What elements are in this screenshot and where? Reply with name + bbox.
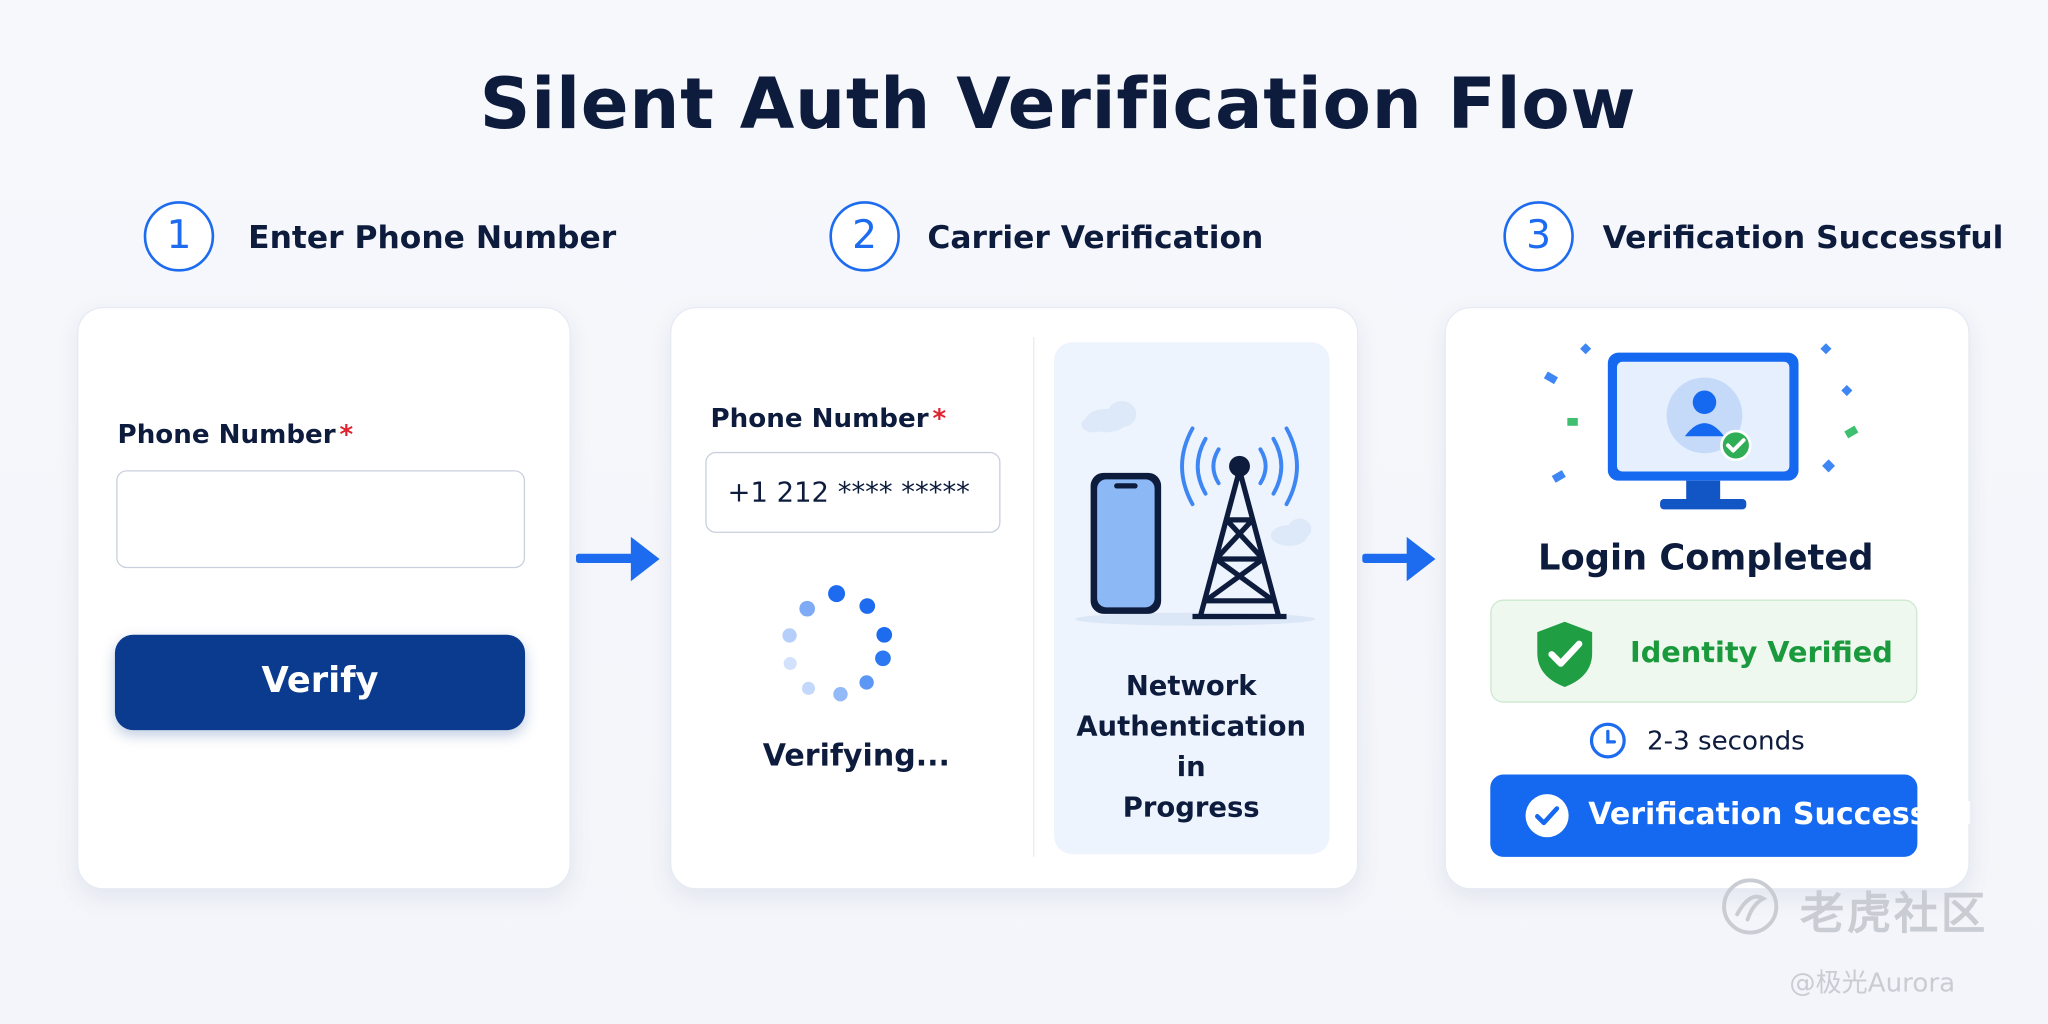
smartphone-icon bbox=[1090, 472, 1162, 614]
monitor-user-verified-icon bbox=[1543, 343, 1859, 510]
step-1-card bbox=[77, 306, 571, 890]
step-3-title: Verification Successful bbox=[1602, 219, 2004, 256]
network-text-line: Authentication in bbox=[1076, 710, 1307, 783]
network-text-line: Progress bbox=[1122, 791, 1260, 823]
spinner-dot bbox=[859, 598, 876, 614]
watermark-logo-icon bbox=[1722, 878, 1779, 935]
watermark-subtext: @极光Aurora bbox=[1789, 966, 1956, 998]
identity-verified-text: Identity Verified bbox=[1630, 637, 1893, 671]
page-title: Silent Auth Verification Flow bbox=[479, 62, 1637, 145]
arrow-head bbox=[630, 536, 660, 582]
spinner-dot bbox=[783, 656, 797, 671]
phone-number-label-2-text: Phone Number bbox=[710, 402, 929, 434]
arrow-shaft bbox=[575, 553, 637, 563]
cloud-icon bbox=[1081, 400, 1137, 433]
flow-arrow-2 bbox=[1362, 536, 1440, 583]
identity-verified-box: Identity Verified bbox=[1490, 599, 1918, 703]
spinner-dot bbox=[875, 650, 891, 667]
network-status-text: Network Authentication in Progress bbox=[1058, 666, 1324, 828]
watermark-text: 老虎社区 bbox=[1799, 888, 1988, 941]
spinner-dot bbox=[828, 585, 846, 603]
loading-spinner-icon bbox=[778, 583, 896, 703]
verify-button[interactable]: Verify bbox=[114, 634, 526, 731]
verification-successful-label: Verification Successful bbox=[1588, 798, 1973, 832]
phone-number-label-text: Phone Number bbox=[117, 417, 336, 450]
spinner-dot bbox=[799, 600, 816, 617]
spinner-dot bbox=[876, 626, 893, 643]
login-completed-title: Login Completed bbox=[1538, 538, 1874, 579]
network-text-line: Network bbox=[1125, 670, 1257, 702]
required-marker: * bbox=[339, 417, 354, 450]
required-marker-2: * bbox=[932, 402, 947, 434]
cell-tower-icon bbox=[1192, 469, 1287, 620]
antenna-tip bbox=[1229, 455, 1250, 477]
arrow-head bbox=[1406, 536, 1436, 582]
verifying-status: Verifying... bbox=[762, 739, 950, 774]
duration-text: 2-3 seconds bbox=[1647, 724, 1805, 757]
phone-number-label: Phone Number* bbox=[118, 418, 354, 449]
shield-check-icon bbox=[1537, 621, 1593, 688]
spinner-dot bbox=[782, 628, 797, 643]
spinner-dot bbox=[859, 675, 874, 690]
step-3-number: 3 bbox=[1503, 201, 1574, 272]
spinner-dot bbox=[833, 687, 848, 702]
masked-phone-input[interactable]: +1 212 **** ***** bbox=[705, 451, 1001, 533]
step-1-number: 1 bbox=[143, 201, 215, 272]
phone-number-input[interactable] bbox=[116, 470, 526, 569]
step-2-number: 2 bbox=[829, 201, 900, 272]
check-circle-icon bbox=[1525, 794, 1569, 838]
step-2-title: Carrier Verification bbox=[927, 219, 1264, 256]
spinner-dot bbox=[801, 681, 816, 695]
phone-tower-illustration bbox=[1074, 400, 1316, 626]
cloud-icon bbox=[1270, 518, 1312, 546]
signal-waves-icon bbox=[1180, 426, 1299, 507]
phone-number-label-2: Phone Number* bbox=[711, 402, 947, 433]
masked-phone-value: +1 212 **** ***** bbox=[727, 476, 970, 509]
clock-icon bbox=[1589, 722, 1626, 759]
card-divider bbox=[1033, 336, 1035, 857]
arrow-shaft bbox=[1362, 553, 1412, 563]
step-1-title: Enter Phone Number bbox=[248, 219, 617, 256]
verification-successful-button[interactable]: Verification Successful bbox=[1490, 774, 1972, 857]
flow-arrow-1 bbox=[575, 536, 662, 583]
